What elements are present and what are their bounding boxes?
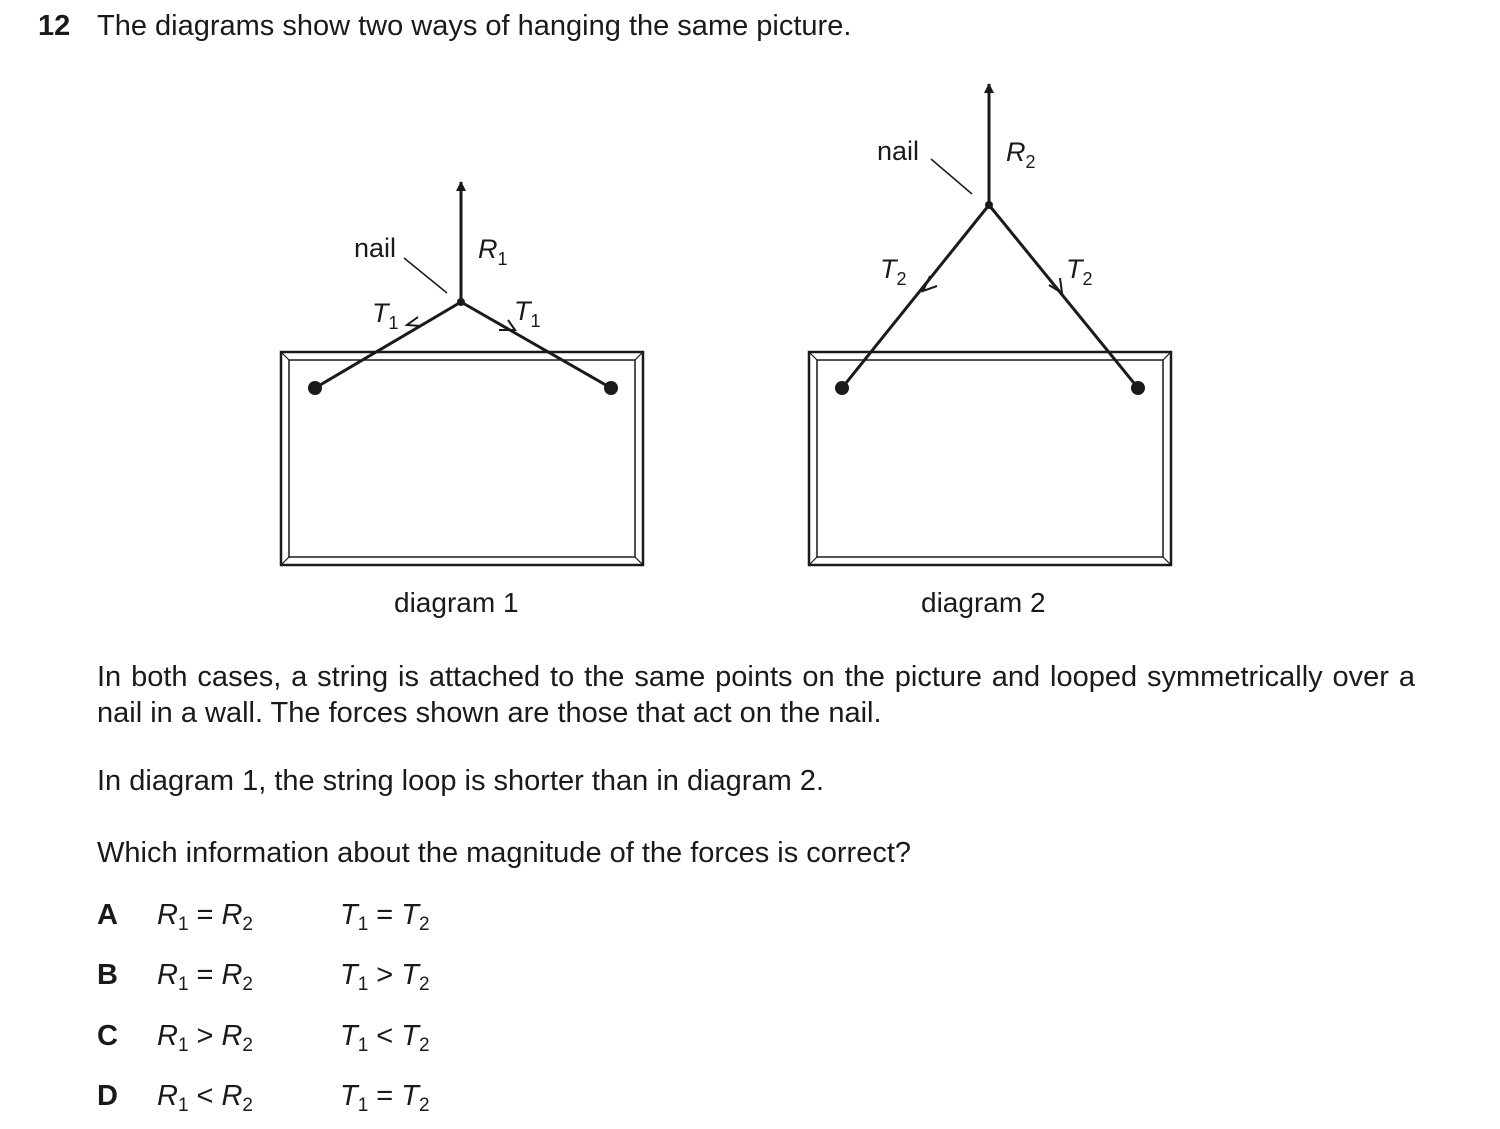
tension-arrowhead-left-1 [404, 316, 422, 327]
nail-label-2: nail [877, 136, 919, 166]
option-r-relation: R1=R2 [157, 959, 253, 995]
option-t-relation: T1<T2 [340, 1020, 430, 1056]
option-t-relation: T1=T2 [340, 1080, 430, 1116]
picture-frame-2 [807, 350, 1173, 567]
string-2 [840, 204, 1140, 389]
string-1 [314, 300, 612, 390]
option-r-relation: R1=R2 [157, 899, 253, 935]
question-number: 12 [38, 10, 71, 42]
tension-label-right-1: T1 [514, 296, 541, 331]
tension-label-right-2: T2 [1066, 254, 1093, 289]
option-r-relation: R1<R2 [157, 1080, 253, 1116]
option-t-relation: T1>T2 [340, 959, 430, 995]
diagram-2-caption: diagram 2 [921, 587, 1046, 618]
nail-label-1: nail [354, 233, 396, 263]
option-letter: C [97, 1020, 118, 1052]
tension-arrowhead-left-2 [921, 275, 938, 293]
hanging-diagrams-figure: nail R1 T1 T1 diagram 1 nail R2 T2 T2 di… [279, 83, 1173, 618]
tension-label-left-1: T1 [372, 298, 399, 333]
option-letter: D [97, 1080, 118, 1112]
diagram-1: nail R1 T1 T1 diagram 1 [279, 181, 645, 618]
option-r-relation: R1>R2 [157, 1020, 253, 1056]
tension-label-left-2: T2 [880, 254, 907, 289]
attachment-point-right-1 [604, 381, 618, 395]
question-prompt: Which information about the magnitude of… [97, 837, 912, 869]
tension-arrowhead-right-2 [1048, 277, 1064, 295]
option-letter: B [97, 959, 118, 991]
diagram-1-caption: diagram 1 [394, 587, 519, 618]
attachment-point-right-2 [1131, 381, 1145, 395]
picture-frame-1 [279, 350, 645, 567]
option-letter: A [97, 899, 118, 931]
reaction-label-1: R1 [478, 234, 508, 269]
attachment-point-left-2 [835, 381, 849, 395]
nail-leader-line-2 [930, 158, 973, 195]
reaction-label-2: R2 [1006, 137, 1036, 172]
tension-arrowhead-right-1 [499, 319, 517, 331]
nail-leader-line-1 [403, 257, 448, 294]
question-context-paragraph: In both cases, a string is attached to t… [97, 661, 1415, 729]
option-t-relation: T1=T2 [340, 899, 430, 935]
question-statement: In diagram 1, the string loop is shorter… [97, 765, 824, 797]
question-title: The diagrams show two ways of hanging th… [97, 10, 852, 42]
diagram-2: nail R2 T2 T2 diagram 2 [807, 83, 1173, 618]
attachment-point-left-1 [308, 381, 322, 395]
